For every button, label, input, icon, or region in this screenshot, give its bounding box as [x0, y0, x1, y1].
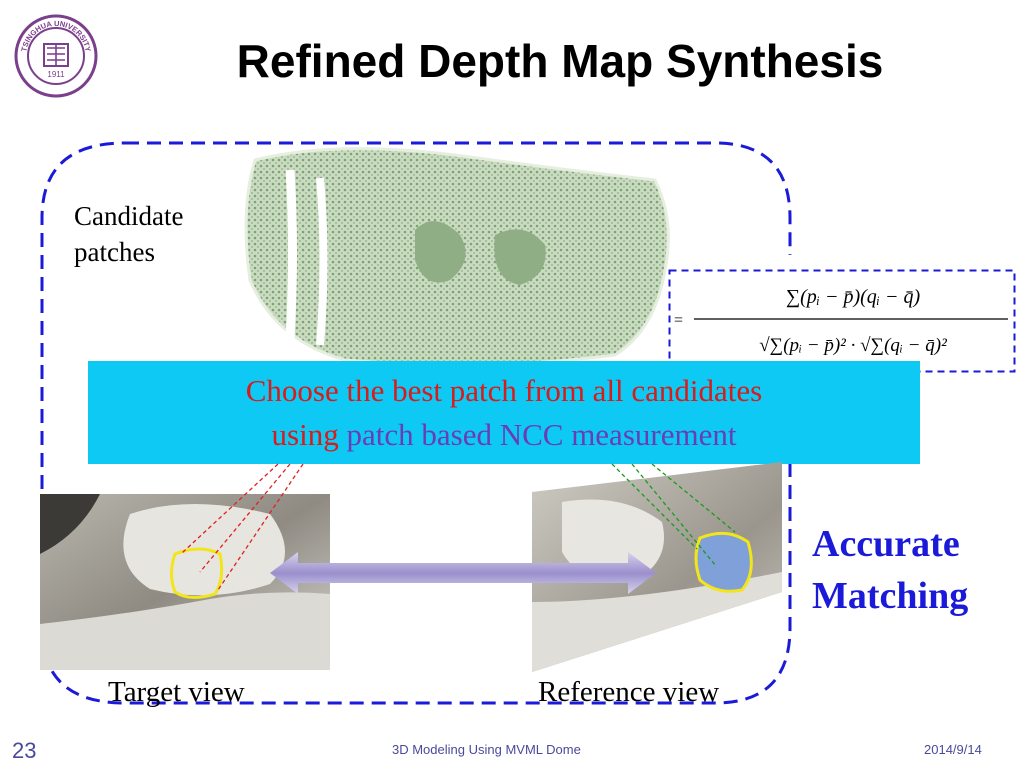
ncc-formula: = ∑(pᵢ − p̄)(qᵢ − q̄) √∑(pᵢ − p̄)² · √∑(… [668, 269, 1016, 373]
candidate-patches-image [244, 147, 670, 367]
candidate-label-line1: Candidate [74, 201, 184, 231]
candidate-label-line2: patches [74, 237, 155, 267]
university-seal-icon: 1911 TSINGHUA UNIVERSITY [14, 14, 98, 98]
banner-line2-purple: patch based NCC measurement [346, 417, 737, 452]
target-view-label: Target view [108, 676, 245, 708]
instruction-banner: Choose the best patch from all candidate… [88, 361, 920, 464]
banner-line2: using patch based NCC measurement [88, 413, 920, 457]
accurate-line1: Accurate [812, 523, 960, 565]
footer-title: 3D Modeling Using MVML Dome [392, 742, 581, 757]
reference-view-label: Reference view [538, 676, 720, 708]
footer-date: 2014/9/14 [924, 742, 982, 757]
accurate-matching-label: Accurate Matching [812, 518, 968, 622]
formula-equals: = [674, 312, 683, 329]
formula-numerator: ∑(pᵢ − p̄)(qᵢ − q̄) [786, 286, 921, 308]
banner-line2-red: using [271, 417, 347, 452]
seal-year: 1911 [47, 70, 65, 79]
page-number: 23 [12, 738, 37, 763]
accurate-line2: Matching [812, 575, 969, 617]
reference-patch-outline [694, 531, 753, 593]
formula-denominator: √∑(pᵢ − p̄)² · √∑(qᵢ − q̄)² [759, 335, 947, 356]
banner-line1: Choose the best patch from all candidate… [245, 373, 763, 408]
candidate-patches-label: Candidate patches [74, 198, 183, 270]
double-arrow-icon [270, 552, 656, 594]
slide-title: Refined Depth Map Synthesis [236, 35, 884, 87]
